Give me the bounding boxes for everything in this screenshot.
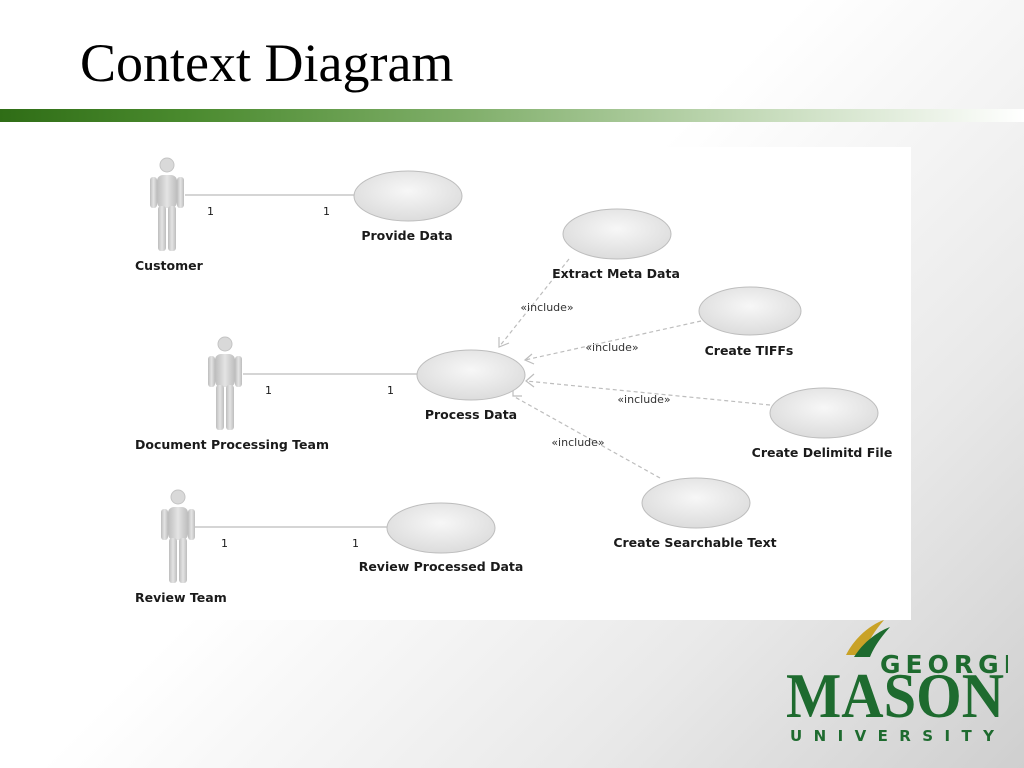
use-case-label-create-tiffs: Create TIFFs xyxy=(705,343,794,358)
use-case-label-create-delimited-file: Create Delimitd File xyxy=(752,445,893,460)
actor-customer xyxy=(149,157,185,252)
actor-document-processing-team xyxy=(207,336,243,431)
multiplicity-doc-team-actor-end: 1 xyxy=(265,384,272,397)
use-case-label-extract-meta-data: Extract Meta Data xyxy=(552,266,680,281)
use-case-provide-data xyxy=(353,170,463,222)
logo-text-university: UNIVERSITY xyxy=(790,727,1004,745)
logo-text-george: GEORGE xyxy=(880,650,1008,679)
use-case-label-review-processed-data: Review Processed Data xyxy=(359,559,524,574)
logo-accent-flame xyxy=(846,620,884,655)
actor-label-customer: Customer xyxy=(135,258,204,273)
include-label-create-delimited: «include» xyxy=(617,393,670,406)
use-case-create-delimited-file xyxy=(769,387,879,439)
actor-review-team xyxy=(160,489,196,584)
use-case-create-searchable-text xyxy=(641,477,751,529)
arrowhead-extract-meta xyxy=(498,337,510,348)
multiplicity-doc-team-use-case-end: 1 xyxy=(387,384,394,397)
include-label-create-tiffs: «include» xyxy=(585,341,638,354)
include-label-create-searchable: «include» xyxy=(551,436,604,449)
multiplicity-customer-use-case-end: 1 xyxy=(323,205,330,218)
use-case-label-create-searchable-text: Create Searchable Text xyxy=(613,535,776,550)
use-case-review-processed-data xyxy=(386,502,496,554)
multiplicity-review-team-actor-end: 1 xyxy=(221,537,228,550)
logo-text-mason: MASON xyxy=(786,660,1004,731)
arrowhead-create-delimited xyxy=(525,373,535,388)
use-case-label-provide-data: Provide Data xyxy=(361,228,452,243)
context-diagram: Customer Document Processing Team Review… xyxy=(114,147,911,620)
use-case-label-process-data: Process Data xyxy=(425,407,517,422)
slide-title: Context Diagram xyxy=(80,33,454,93)
include-arrow-create-searchable xyxy=(512,395,661,479)
title-underline-bar xyxy=(0,109,1024,122)
multiplicity-customer-actor-end: 1 xyxy=(207,205,214,218)
george-mason-university-logo: GEORGE MASON UNIVERSITY xyxy=(786,620,1008,745)
arrowhead-create-tiffs xyxy=(523,353,535,365)
actor-label-document-processing-team: Document Processing Team xyxy=(135,437,329,452)
include-arrow-create-delimited xyxy=(525,380,771,406)
use-case-create-tiffs xyxy=(698,286,802,336)
multiplicity-review-team-use-case-end: 1 xyxy=(352,537,359,550)
actor-label-review-team: Review Team xyxy=(135,590,227,605)
diagram-canvas: Customer Document Processing Team Review… xyxy=(135,157,893,605)
use-case-extract-meta-data xyxy=(562,208,672,260)
logo-leaf xyxy=(854,627,890,657)
include-arrow-extract-meta xyxy=(498,258,570,348)
include-arrow-create-tiffs xyxy=(524,320,702,361)
include-label-extract-meta: «include» xyxy=(520,301,573,314)
use-case-process-data xyxy=(416,349,526,401)
